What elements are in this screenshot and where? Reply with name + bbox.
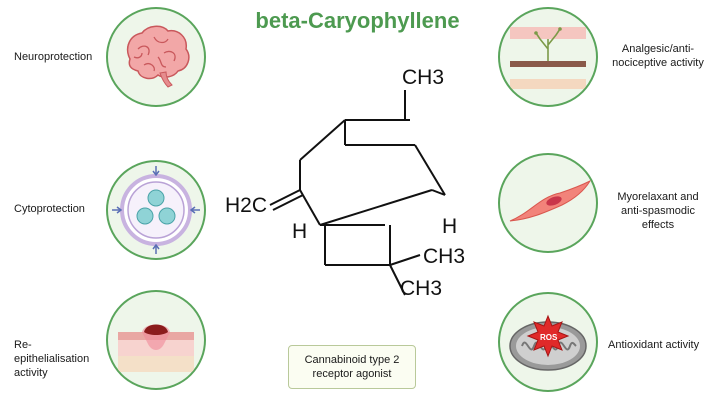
receptor-agonist-label: Cannabinoid type 2 receptor agonist [304,354,400,380]
h-left-label: H [292,220,307,243]
ch3-right-label: CH3 [423,245,465,268]
neuroprotection-label: Neuroprotection [14,51,93,63]
antioxidant-label: Antioxidant activity [608,339,700,351]
brain-icon-circle [106,7,206,107]
ros-label: ROS [540,333,558,342]
muscle-cell-icon [509,179,592,222]
brain-icon [126,25,190,88]
ch3-bottom-label: CH3 [400,277,442,300]
receptor-agonist-box: Cannabinoid type 2 receptor agonist [288,345,416,389]
cytoprotection-label: Cytoprotection [14,203,85,215]
wound-icon [118,324,194,372]
beta-caryophyllene-skeletal-formula: CH3 H2C H H CH3 CH3 [225,66,465,300]
ch3-top-label: CH3 [402,66,444,89]
wound-icon-circle [106,290,206,390]
muscle-cell-icon-circle [498,153,598,253]
mitochondrion-icon: ROS [509,314,587,371]
h-right-label: H [442,215,457,238]
mitochondrion-icon-circle: ROS [498,292,598,392]
cell-icon-circle [106,160,206,260]
reepithelialisation-label: Re-epithelialisation activity [14,339,90,379]
diagram-title: beta-Caryophyllene [255,8,460,33]
nerve-icon [510,27,586,89]
cell-icon [112,166,200,254]
nerve-icon-circle [498,7,598,107]
myorelaxant-label: Myorelaxant and anti-spasmodic effects [617,191,699,231]
analgesic-label: Analgesic/anti-nociceptive activity [612,43,704,69]
h2c-label: H2C [225,194,267,217]
molecule-structure: CH3 H2C H H CH3 CH3 [200,50,500,310]
